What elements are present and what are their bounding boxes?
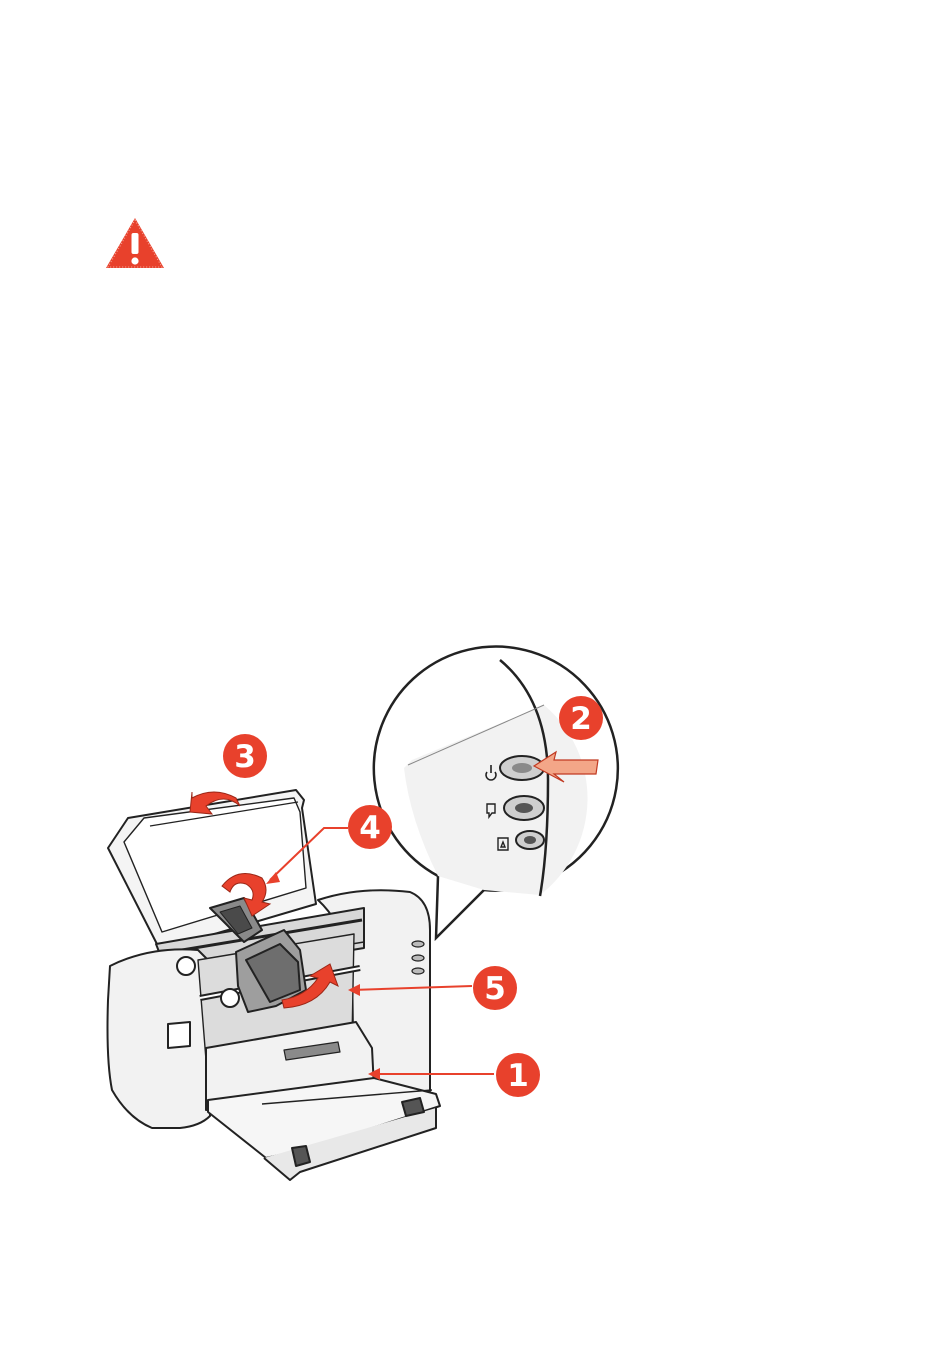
resume-button-magnified — [504, 796, 544, 820]
callout-badge: 5 — [473, 966, 517, 1010]
callout-number: 2 — [570, 701, 592, 737]
callout-badge: 4 — [348, 805, 392, 849]
callout-badge: 3 — [223, 734, 267, 778]
cartridge-light-magnified — [516, 831, 544, 849]
printer-body — [108, 790, 441, 1180]
callout-number: 5 — [484, 971, 506, 1007]
callout-number: 3 — [234, 739, 256, 775]
callout-number: 4 — [359, 810, 381, 846]
callout-badge: 1 — [496, 1053, 540, 1097]
callout-number: 1 — [507, 1058, 529, 1094]
callout-badge: 2 — [559, 696, 603, 740]
